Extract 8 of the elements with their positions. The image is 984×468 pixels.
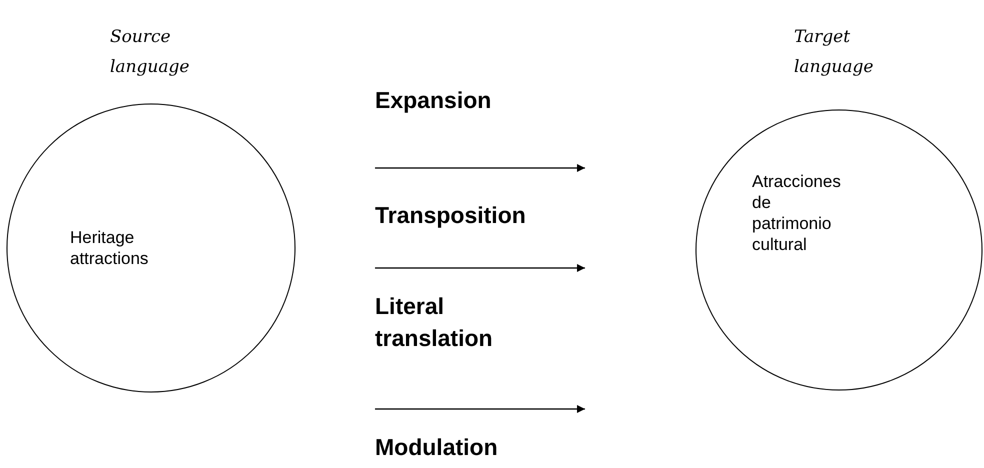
node-text: Heritage attractions bbox=[70, 227, 150, 269]
technique-label: Modulation bbox=[375, 433, 499, 462]
technique-label: Transposition bbox=[375, 201, 527, 230]
technique-label: Expansion bbox=[375, 86, 492, 115]
node-text: Atracciones de patrimonio cultural bbox=[752, 171, 842, 255]
heading: Target language bbox=[794, 26, 874, 79]
technique-label: Literal translation bbox=[375, 292, 494, 353]
heading: Source language bbox=[110, 26, 190, 79]
